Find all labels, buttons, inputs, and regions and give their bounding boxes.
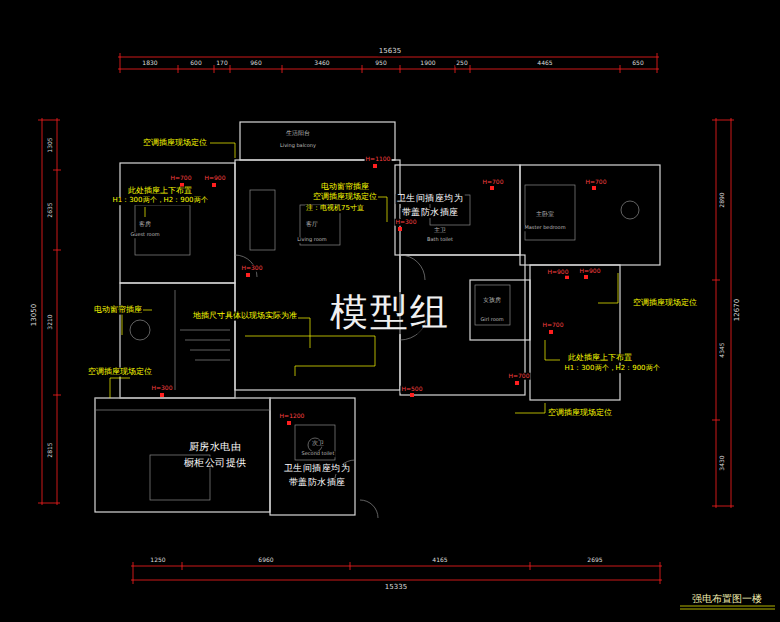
height-mark: H=900	[579, 268, 602, 275]
dimension-text: 4165	[431, 557, 448, 564]
dimension-lines	[38, 53, 734, 584]
height-mark: H=900	[204, 175, 227, 182]
annotation-note: 空调插座现场定位	[547, 409, 613, 418]
dimension-text: 3430	[719, 454, 726, 471]
annotation-note: 带盖防水插座	[288, 478, 347, 488]
dimension-text: 12670	[734, 298, 742, 322]
annotation-note: 空调插座现场定位	[312, 193, 378, 202]
watermark: 模型组	[329, 292, 451, 334]
room-name: Bath toilet	[426, 237, 454, 243]
room-name: 生活阳台	[285, 130, 311, 137]
height-mark: H=700	[508, 373, 531, 380]
dimension-text: 950	[374, 60, 387, 67]
annotation-note: 注：电视机75寸直	[305, 205, 365, 213]
room-name: 女孩房	[482, 297, 502, 304]
dimension-text: 3210	[47, 313, 54, 330]
furniture	[95, 185, 639, 518]
annotation-note: 厨房水电由	[188, 441, 243, 452]
annotation-note: H1：300两个，H2：900两个	[563, 365, 660, 373]
height-mark: H=500	[401, 386, 424, 393]
dimension-text: 600	[189, 60, 202, 67]
height-mark: H=700	[482, 179, 505, 186]
annotation-note: 此处插座上下布置	[127, 187, 193, 196]
dimension-text: 1305	[47, 136, 54, 153]
socket-symbols	[160, 164, 596, 425]
room-name: Living room	[296, 237, 327, 243]
annotation-note: 空调插座现场定位	[142, 139, 208, 148]
dimension-text: 13050	[31, 303, 39, 327]
room-name: 次卫	[311, 440, 325, 447]
annotation-note: 地插尺寸具体以现场实际为准	[192, 312, 298, 321]
annotation-note: 电动窗帘插座	[320, 183, 370, 192]
height-mark: H=1200	[279, 413, 306, 420]
room-name: 客厅	[305, 221, 319, 228]
room-name: Second toilet	[301, 451, 336, 457]
dimension-text: 15335	[384, 584, 408, 592]
dimension-text: 650	[631, 60, 644, 67]
room-name: 客房	[138, 221, 152, 228]
room-name: 主卧室	[535, 211, 555, 218]
dimension-text: 6960	[257, 557, 274, 564]
annotation-note: 空调插座现场定位	[632, 299, 698, 308]
dimension-text: 2635	[47, 201, 54, 218]
height-mark: H=700	[542, 322, 565, 329]
room-name: 主卫	[433, 227, 447, 234]
annotation-note: 电动窗帘插座	[93, 306, 143, 315]
height-mark: H=700	[585, 179, 608, 186]
annotation-note: 卫生间插座均为	[396, 194, 465, 204]
dimension-text: 1830	[141, 60, 158, 67]
dimension-text: 4345	[719, 341, 726, 358]
annotation-note: 卫生间插座均为	[283, 464, 352, 474]
dimension-text: 3460	[313, 60, 330, 67]
annotation-note: 此处插座上下布置	[567, 354, 633, 363]
room-name: Girl room	[479, 317, 504, 323]
sheet-title: 强电布置图一楼	[691, 593, 763, 604]
dimension-text: 15635	[378, 48, 402, 56]
walls	[95, 122, 660, 515]
annotation-note: 橱柜公司提供	[183, 457, 248, 468]
dimension-text: 2890	[719, 191, 726, 208]
dimension-text: 170	[215, 60, 228, 67]
height-mark: H=900	[547, 269, 570, 276]
height-mark: H=300	[395, 219, 418, 226]
room-name: Guest room	[129, 232, 160, 238]
dimension-text: 2815	[47, 441, 54, 458]
dimension-text: 1900	[419, 60, 436, 67]
dimension-text: 1250	[149, 557, 166, 564]
annotation-note: 空调插座现场定位	[87, 368, 153, 377]
annotation-note: 带盖防水插座	[401, 208, 460, 218]
dimension-text: 2695	[586, 557, 603, 564]
room-name: Master bedroom	[523, 225, 566, 231]
leader-lines	[110, 143, 775, 609]
room-name: Living balcony	[279, 143, 317, 149]
height-mark: H=1100	[365, 156, 392, 163]
annotation-note: H1：300两个，H2：900两个	[111, 197, 208, 205]
dimension-text: 250	[455, 60, 468, 67]
height-mark: H=700	[170, 175, 193, 182]
dimension-text: 4465	[536, 60, 553, 67]
height-mark: H=300	[241, 265, 264, 272]
height-mark: H=300	[151, 385, 174, 392]
dimension-text: 960	[249, 60, 262, 67]
